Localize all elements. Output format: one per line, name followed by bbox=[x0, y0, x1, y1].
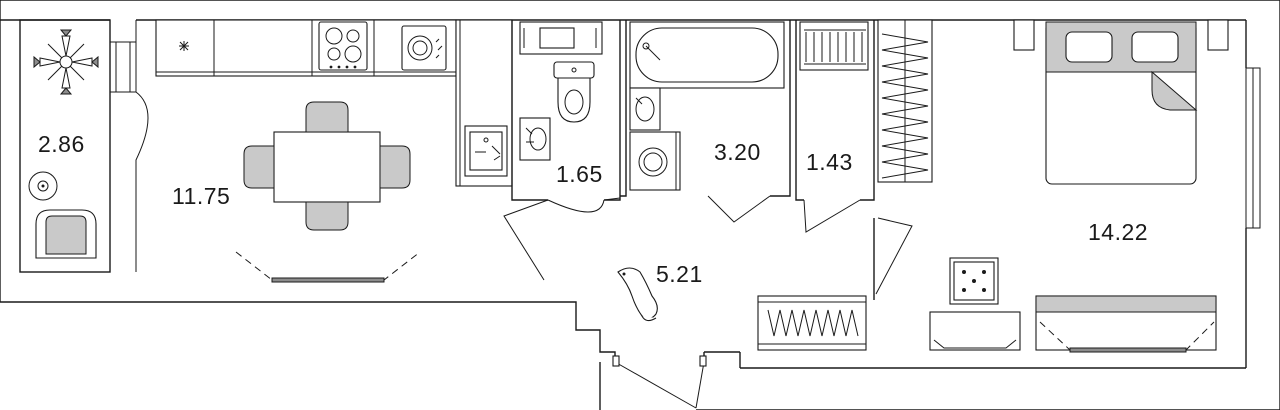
bedroom-area: 14.22 bbox=[1088, 219, 1148, 245]
bedroom-room: 14.22 bbox=[929, 19, 1229, 353]
kitchen-room: 11.75 bbox=[155, 19, 513, 283]
bathroom-room: 3.20 bbox=[620, 20, 791, 197]
washing-machine-icon bbox=[401, 25, 447, 71]
armchair-icon bbox=[35, 209, 97, 259]
toilet-area: 1.65 bbox=[556, 161, 603, 187]
toilet-room: 1.65 bbox=[511, 20, 621, 201]
desk-icon bbox=[929, 311, 1021, 351]
hallway-area: 5.21 bbox=[656, 261, 703, 287]
wardrobe-icon bbox=[877, 19, 933, 183]
storage-room: 1.43 bbox=[795, 20, 875, 201]
sink-icon bbox=[483, 137, 501, 161]
balcony-area: 2.86 bbox=[38, 131, 85, 157]
bathroom-area: 3.20 bbox=[714, 139, 761, 165]
fridge-icon bbox=[179, 41, 189, 51]
bathtub-icon bbox=[629, 21, 785, 89]
plant-icon bbox=[33, 29, 99, 95]
wardrobe-icon bbox=[757, 295, 867, 351]
kitchen-area: 11.75 bbox=[172, 183, 230, 209]
balcony-room: 2.86 bbox=[19, 19, 149, 273]
bed-icon bbox=[1045, 21, 1198, 185]
washing-machine-icon bbox=[629, 131, 681, 191]
wardrobe-icon bbox=[799, 21, 869, 71]
sink-icon bbox=[519, 117, 551, 161]
toilet-icon bbox=[553, 61, 595, 123]
stool-icon bbox=[28, 171, 58, 201]
nightstand-icon bbox=[949, 257, 999, 305]
storage-area: 1.43 bbox=[806, 149, 853, 175]
hob-icon bbox=[318, 21, 368, 71]
tv-icon bbox=[1035, 295, 1217, 353]
dog-icon bbox=[617, 267, 658, 322]
dining-table-icon bbox=[243, 101, 411, 231]
tv-icon bbox=[235, 251, 421, 283]
hallway-room: 5.21 bbox=[503, 195, 913, 409]
sink-icon bbox=[629, 87, 661, 131]
